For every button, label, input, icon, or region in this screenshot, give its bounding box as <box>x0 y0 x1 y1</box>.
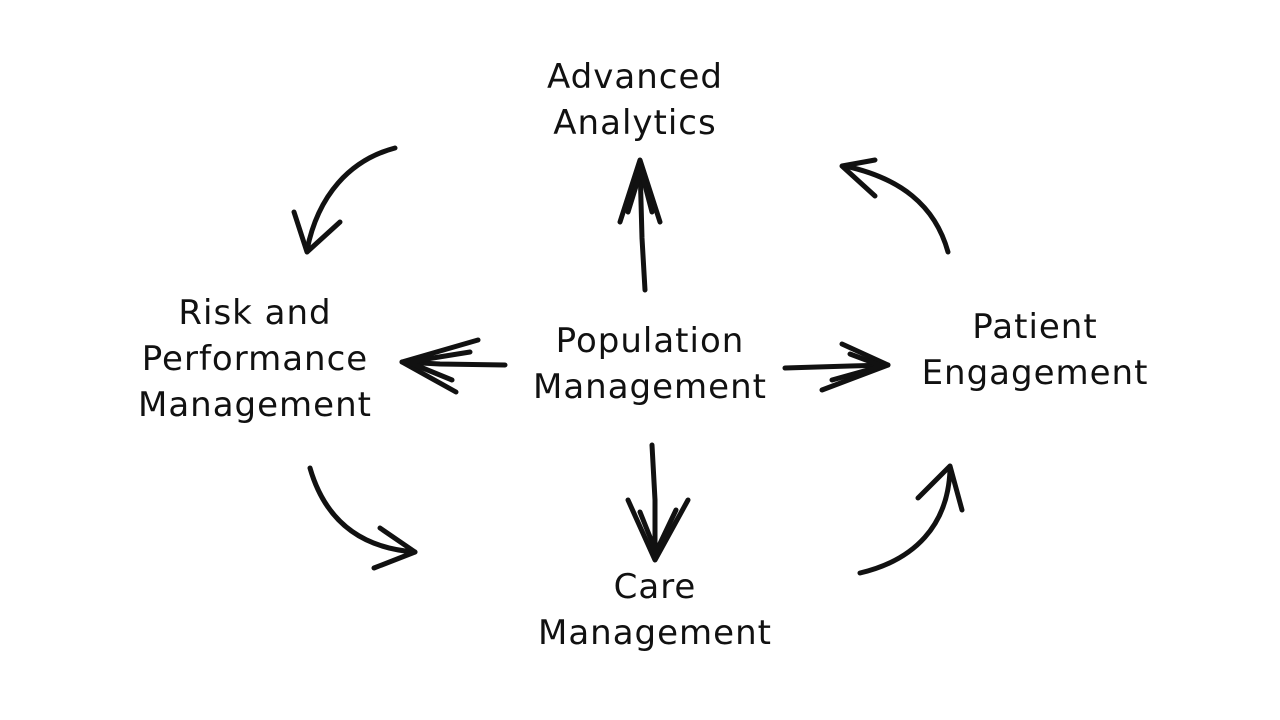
node-patient-engagement-line1: Patient <box>972 307 1098 347</box>
arrow-population-to-risk <box>399 337 508 395</box>
node-patient-engagement: Patient Engagement <box>890 304 1180 396</box>
node-population-management: Population Management <box>490 318 810 410</box>
node-care-management: Care Management <box>500 564 810 656</box>
node-risk-performance-line1: Risk and <box>178 293 332 333</box>
arrow-analytics-to-risk <box>291 145 398 255</box>
node-care-management-line2: Management <box>538 613 772 653</box>
arrow-population-to-patient <box>782 341 891 393</box>
node-patient-engagement-line2: Engagement <box>921 353 1149 393</box>
arrow-population-to-care <box>625 442 691 563</box>
node-advanced-analytics: Advanced Analytics <box>490 54 780 146</box>
node-risk-performance: Risk and Performance Management <box>90 290 420 428</box>
arrow-care-to-patient <box>857 463 965 576</box>
arrow-risk-to-care <box>307 465 418 571</box>
node-risk-performance-line2: Performance <box>141 339 369 379</box>
node-advanced-analytics-line2: Analytics <box>553 103 717 143</box>
node-population-management-line1: Population <box>555 321 745 361</box>
arrow-population-to-analytics <box>617 157 663 293</box>
node-risk-performance-line3: Management <box>138 385 372 425</box>
arrow-patient-to-analytics <box>839 157 951 255</box>
node-care-management-line1: Care <box>613 567 697 607</box>
node-population-management-line2: Management <box>533 367 767 407</box>
node-advanced-analytics-line1: Advanced <box>547 57 723 97</box>
